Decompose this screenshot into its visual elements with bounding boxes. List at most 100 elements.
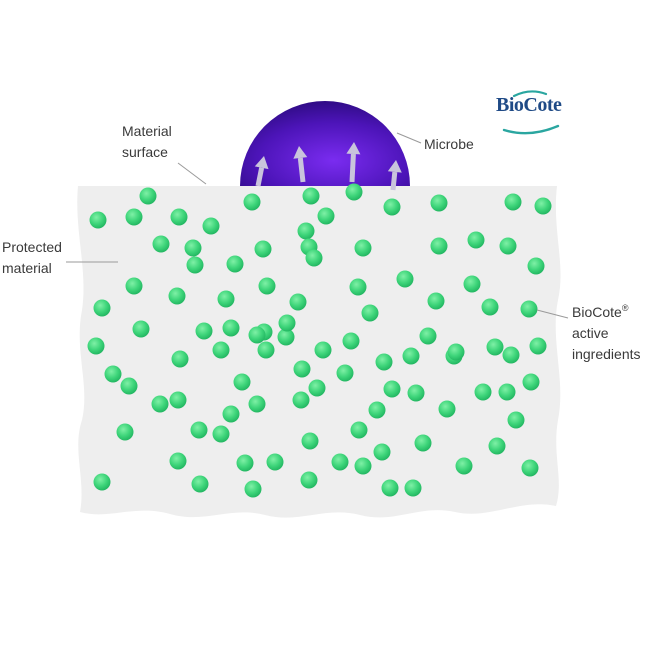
- active-ingredient-dot-icon: [257, 341, 275, 359]
- active-ingredient-dot-icon: [212, 425, 230, 443]
- active-ingredient-dot-icon: [521, 459, 539, 477]
- active-ingredient-dot-icon: [248, 326, 266, 344]
- active-ingredient-dot-icon: [308, 379, 326, 397]
- material-surface-label: Material surface: [122, 121, 172, 163]
- microbe-label: Microbe: [424, 136, 474, 152]
- active-ingredient-dot-icon: [474, 383, 492, 401]
- active-ingredient-dot-icon: [222, 405, 240, 423]
- active-ingredient-dot-icon: [375, 353, 393, 371]
- up-arrow-icon: [346, 142, 361, 183]
- arrow-group: [254, 142, 402, 191]
- active-ingredient-dot-icon: [300, 471, 318, 489]
- protected-material-label: Protected material: [2, 237, 62, 279]
- active-ingredient-dot-icon: [169, 452, 187, 470]
- active-ingredient-dot-icon: [507, 411, 525, 429]
- active-ingredient-dot-icon: [226, 255, 244, 273]
- active-ingredient-dot-icon: [529, 337, 547, 355]
- active-ingredient-dot-icon: [293, 360, 311, 378]
- active-ingredient-dot-icon: [152, 235, 170, 253]
- active-ingredient-dot-icon: [467, 231, 485, 249]
- active-ingredient-dot-icon: [463, 275, 481, 293]
- active-ingredient-dot-icon: [488, 437, 506, 455]
- active-ingredient-dot-icon: [93, 473, 111, 491]
- active-ingredient-dot-icon: [498, 383, 516, 401]
- active-ingredient-dot-icon: [151, 395, 169, 413]
- active-ingredient-dot-icon: [236, 454, 254, 472]
- active-ingredient-dot-icon: [171, 350, 189, 368]
- active-ingredient-dot-icon: [522, 373, 540, 391]
- active-ingredient-dot-icon: [402, 347, 420, 365]
- active-ingredient-dot-icon: [244, 480, 262, 498]
- active-ingredient-dot-icon: [336, 364, 354, 382]
- microbe-leader: [396, 132, 422, 144]
- protected-material-line-2: material: [2, 260, 52, 276]
- active-ingredient-dot-icon: [254, 240, 272, 258]
- active-ingredient-dot-icon: [314, 341, 332, 359]
- active-ingredient-dot-icon: [301, 432, 319, 450]
- active-ingredient-dot-icon: [414, 434, 432, 452]
- active-ingredient-dot-icon: [132, 320, 150, 338]
- up-arrow-icon: [387, 160, 402, 191]
- active-ingredient-dot-icon: [331, 453, 349, 471]
- active-ingredient-dot-icon: [534, 197, 552, 215]
- active-ingredient-dot-icon: [212, 341, 230, 359]
- active-ingredient-dot-icon: [202, 217, 220, 235]
- active-ingredient-dot-icon: [139, 187, 157, 205]
- active-ingredient-dot-icon: [278, 314, 296, 332]
- active-ingredient-dot-icon: [170, 208, 188, 226]
- active-ingredient-dot-icon: [184, 239, 202, 257]
- active-ingredient-dot-icon: [258, 277, 276, 295]
- microbe-dome: [240, 101, 410, 186]
- material-surface-line-2: surface: [122, 144, 168, 160]
- active-ingredient-dot-icon: [486, 338, 504, 356]
- active-ingredient-dot-icon: [292, 391, 310, 409]
- biocote-ingredients-leader: [536, 309, 569, 319]
- active-ingredient-dot-icon: [305, 249, 323, 267]
- active-ingredient-dot-icon: [297, 222, 315, 240]
- biocote-logo: BioCote: [494, 90, 566, 138]
- active-ingredient-dot-icon: [368, 401, 386, 419]
- active-ingredient-dot-icon: [289, 293, 307, 311]
- active-ingredient-dot-icon: [195, 322, 213, 340]
- active-ingredient-dot-icon: [404, 479, 422, 497]
- active-ingredient-dot-icon: [504, 193, 522, 211]
- active-ingredient-dot-icon: [527, 257, 545, 275]
- active-ingredient-dot-icon: [407, 384, 425, 402]
- active-ingredient-dot-icon: [383, 198, 401, 216]
- active-ingredient-dot-icon: [373, 443, 391, 461]
- biocote-ingredients-line-1: BioCote®: [572, 302, 641, 323]
- active-ingredient-dot-icon: [419, 327, 437, 345]
- active-ingredient-dot-icon: [186, 256, 204, 274]
- material-surface-line-1: Material: [122, 123, 172, 139]
- active-ingredient-dot-icon: [302, 187, 320, 205]
- active-ingredient-dot-icon: [345, 183, 363, 201]
- logo-swoosh-icon: [502, 90, 560, 135]
- active-ingredient-dot-icon: [266, 453, 284, 471]
- active-ingredient-dot-icon: [354, 239, 372, 257]
- particle-group: [87, 183, 552, 498]
- material-surface-leader: [177, 162, 207, 185]
- active-ingredient-dot-icon: [381, 479, 399, 497]
- active-ingredient-dot-icon: [125, 208, 143, 226]
- active-ingredient-dot-icon: [350, 421, 368, 439]
- active-ingredient-dot-icon: [438, 400, 456, 418]
- biocote-ingredients-line-3: ingredients: [572, 346, 641, 362]
- active-ingredient-dot-icon: [191, 475, 209, 493]
- logo-text: BioCote: [496, 94, 562, 116]
- up-arrow-icon: [293, 146, 308, 183]
- biocote-word: BioCote: [572, 304, 622, 320]
- active-ingredient-dot-icon: [125, 277, 143, 295]
- active-ingredient-dot-icon: [383, 380, 401, 398]
- biocote-ingredients-line-2: active: [572, 325, 609, 341]
- active-ingredient-dot-icon: [430, 237, 448, 255]
- active-ingredient-dot-icon: [222, 319, 240, 337]
- active-ingredient-dot-icon: [520, 300, 538, 318]
- active-ingredient-dot-icon: [361, 304, 379, 322]
- active-ingredient-dot-icon: [342, 332, 360, 350]
- active-ingredient-dot-icon: [396, 270, 414, 288]
- active-ingredient-dot-icon: [349, 278, 367, 296]
- active-ingredient-dot-icon: [169, 391, 187, 409]
- active-ingredient-dot-icon: [248, 395, 266, 413]
